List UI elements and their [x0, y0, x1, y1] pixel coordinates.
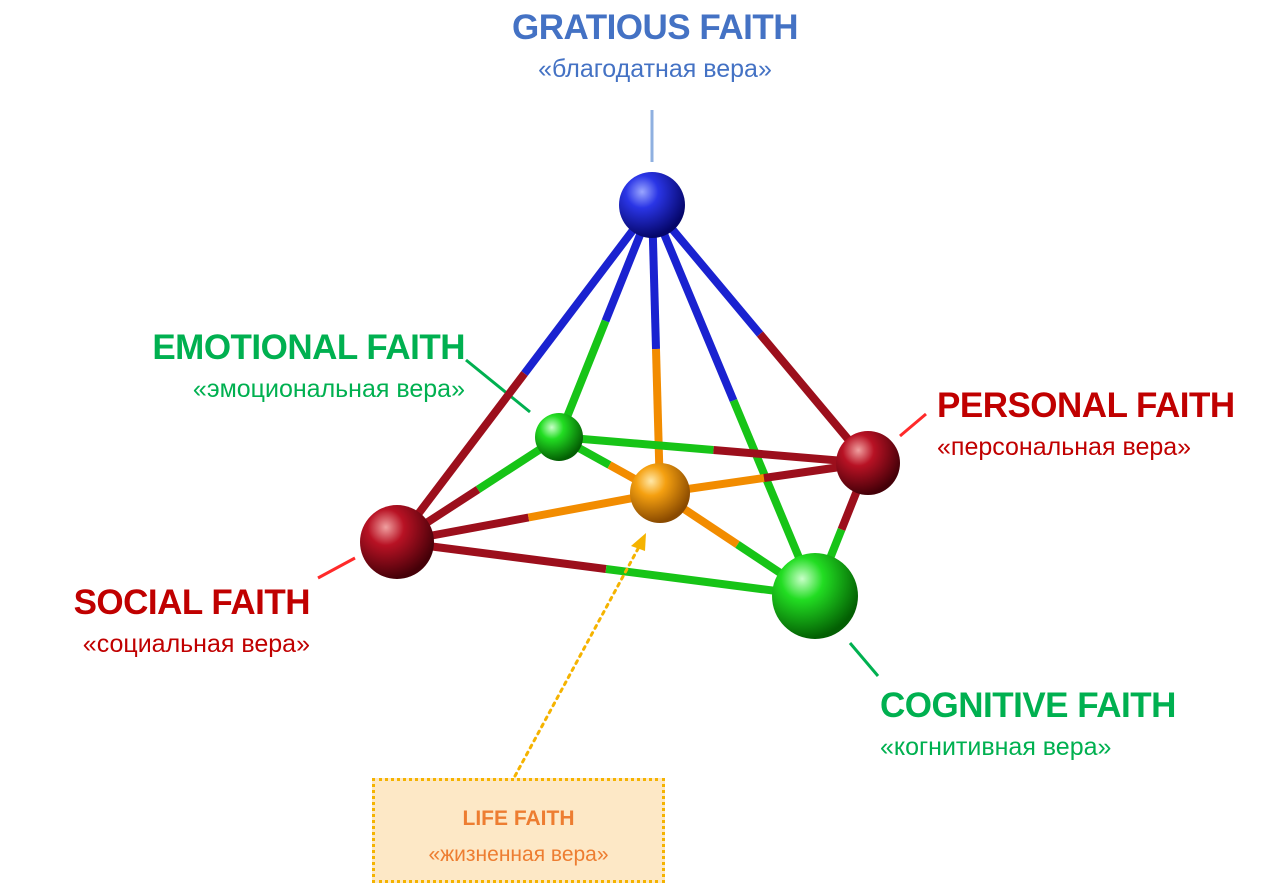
social-faith-sphere: [360, 505, 434, 579]
cognitive-faith-sphere: [772, 553, 858, 639]
gracious-faith-subtitle: «благодатная вера»: [538, 55, 772, 83]
emotional-faith-sphere: [535, 413, 583, 461]
life-arrow: [513, 543, 642, 778]
edge-gracious-social-segment-gracious: [521, 202, 656, 376]
edge-emotional-personal-segment-emotional: [558, 433, 714, 454]
personal-faith-sphere: [836, 431, 900, 495]
emotional-connector: [465, 358, 531, 414]
emotional-faith-title: EMOTIONAL FAITH: [152, 328, 465, 367]
cognitive-faith-title: COGNITIVE FAITH: [880, 686, 1176, 725]
social-faith-subtitle: «социальная вера»: [82, 630, 310, 658]
emotional-faith-subtitle: «эмоциональная вера»: [192, 375, 465, 403]
cognitive-connector: [848, 642, 880, 677]
life-faith-sphere: [630, 463, 690, 523]
gracious-faith-label: GRATIOUS FAITH «благодатная вера»: [455, 10, 855, 82]
personal-connector: [899, 412, 927, 438]
social-faith-label: SOCIAL FAITH «социальная вера»: [0, 583, 311, 658]
personal-faith-subtitle: «персональная вера»: [937, 433, 1192, 461]
emotional-faith-label: EMOTIONAL FAITH «эмоциональная вера»: [60, 330, 465, 402]
edge-gracious-cognitive-segment-gracious: [648, 203, 738, 403]
cognitive-faith-subtitle: «когнитивная вера»: [880, 733, 1112, 761]
social-faith-title: SOCIAL FAITH: [73, 583, 311, 622]
gracious-faith-title: GRATIOUS FAITH: [512, 8, 798, 47]
pyramid-edges: [393, 202, 872, 600]
life-faith-title: LIFE FAITH: [462, 807, 575, 830]
social-connector: [317, 556, 356, 580]
life-faith-box: LIFE FAITH «жизненная вера»: [372, 778, 665, 883]
personal-faith-label: PERSONAL FAITH «персональная вера»: [937, 388, 1235, 460]
cognitive-faith-label: COGNITIVE FAITH «когнитивная вера»: [880, 688, 1176, 760]
pyramid-nodes: [360, 172, 900, 639]
gracious-faith-sphere: [619, 172, 685, 238]
life-faith-subtitle: «жизненная вера»: [428, 843, 609, 866]
personal-faith-title: PERSONAL FAITH: [937, 386, 1235, 425]
life-arrow-head: [631, 533, 646, 551]
